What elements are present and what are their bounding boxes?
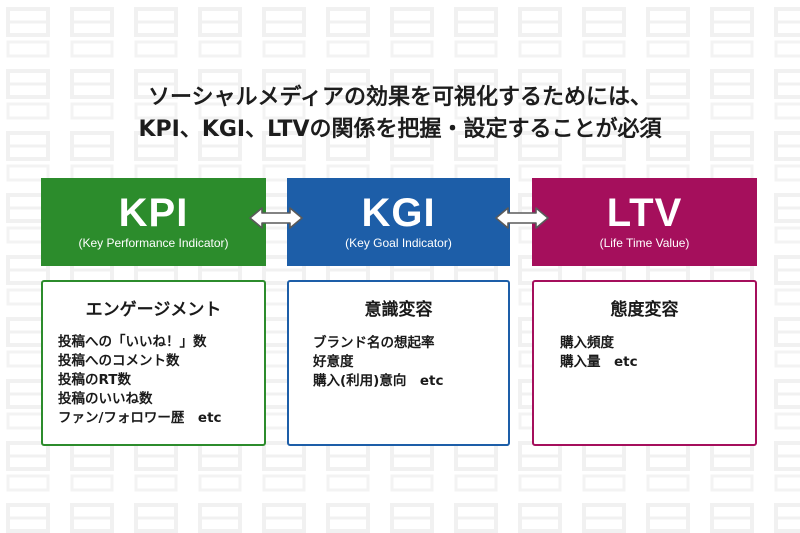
kpi-detail-box: エンゲージメント 投稿への「いいね！」数 投稿へのコメント数 投稿のRT数 投稿… [41,280,266,446]
kpi-full-name: (Key Performance Indicator) [78,236,229,250]
kgi-full-name: (Key Goal Indicator) [345,236,452,250]
list-item: ブランド名の想起率 [313,335,435,351]
ltv-card: LTV (Life Time Value) [532,178,757,266]
list-item: 購入量 etc [560,354,638,370]
list-item: 購入(利用)意向 etc [313,373,444,389]
list-item: 投稿へのコメント数 [58,353,180,369]
list-item: 投稿への「いいね！」数 [58,334,207,350]
kgi-detail-box: 意識変容 ブランド名の想起率 好意度 購入(利用)意向 etc [287,280,510,446]
double-arrow-icon [495,207,549,229]
kgi-abbr: KGI [361,191,436,235]
ltv-abbr: LTV [606,191,683,235]
ltv-full-name: (Life Time Value) [599,236,690,250]
kgi-metric-list: ブランド名の想起率 好意度 購入(利用)意向 etc [289,334,508,391]
kgi-card: KGI (Key Goal Indicator) [287,178,510,266]
ltv-metric-list: 購入頻度 購入量 etc [534,334,755,372]
title-line-2: KPI、KGI、LTVの関係を把握・設定することが必須 [138,117,662,142]
page-title: ソーシャルメディアの効果を可視化するためには、 KPI、KGI、LTVの関係を把… [0,82,800,146]
list-item: 好意度 [313,354,354,370]
list-item: 投稿のRT数 [58,372,131,388]
kpi-metric-list: 投稿への「いいね！」数 投稿へのコメント数 投稿のRT数 投稿のいいね数 ファン… [43,333,264,428]
kgi-detail-heading: 意識変容 [364,300,433,320]
list-item: ファン/フォロワー歴 etc [58,410,222,426]
ltv-detail-heading: 態度変容 [610,300,679,320]
title-line-1: ソーシャルメディアの効果を可視化するためには、 [147,85,653,110]
double-arrow-icon [249,207,303,229]
kpi-card: KPI (Key Performance Indicator) [41,178,266,266]
list-item: 購入頻度 [560,335,614,351]
ltv-detail-box: 態度変容 購入頻度 購入量 etc [532,280,757,446]
kpi-abbr: KPI [118,191,189,235]
list-item: 投稿のいいね数 [58,391,153,407]
kpi-detail-heading: エンゲージメント [85,300,222,320]
